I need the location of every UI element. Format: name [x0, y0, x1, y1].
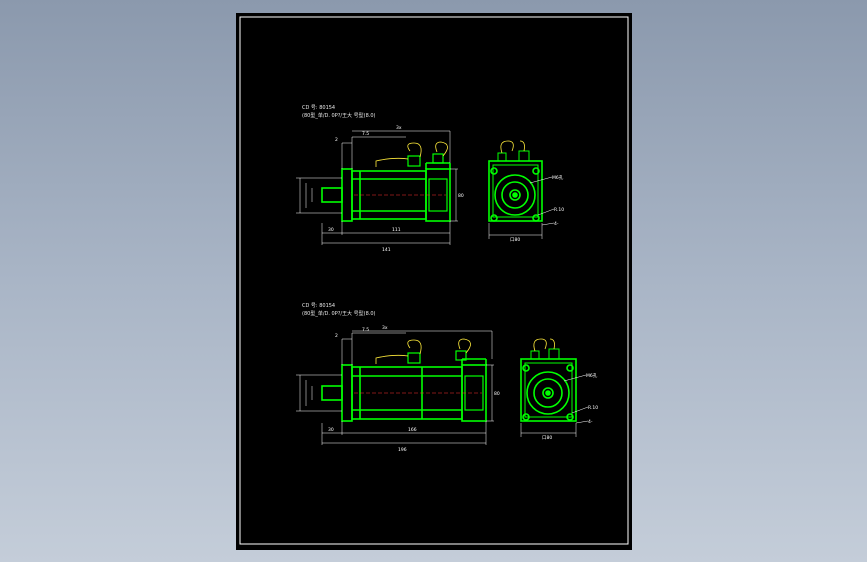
motor-a-dim-body: 111 — [392, 227, 401, 233]
motor-a-cables — [375, 141, 448, 167]
motor-a-dim-total: 141 — [382, 247, 391, 253]
motor-a-hole-label: 4- — [554, 221, 559, 227]
motor-a-dim-d3: 3x — [396, 125, 402, 131]
motor-a-bolt-label: M6孔 — [552, 174, 564, 181]
motor-b-shaft — [321, 385, 343, 401]
motor-b-radius-label: R.10 — [588, 405, 598, 411]
cad-drawing: CD 号: 80154 (80型_单/D. 0P?/王大 号型(8.0) — [239, 16, 629, 545]
motor-b-dim-d3: 3x — [382, 325, 388, 331]
motor-b-dim-d1: 2 — [335, 333, 338, 339]
motor-a-dim-d2: 7.5 — [362, 131, 369, 137]
motor-a-side-view — [321, 153, 451, 222]
motor-a-front-circle-outer — [494, 174, 536, 216]
motor-a-dim-shaft: 30 — [328, 227, 334, 233]
motor-b-flange — [341, 364, 353, 422]
motor-b-dimensions — [296, 330, 494, 445]
motor-a-dim-d1: 2 — [335, 137, 338, 143]
motor-b-cables — [375, 338, 471, 364]
motor-b-title: CD 号: 80154 — [302, 303, 335, 309]
motor-b-side-view — [321, 350, 487, 422]
motor-b-subtitle: (80型_单/D. 0P?/王大 号型(8.0) — [302, 310, 376, 317]
motor-a-square-label: 口80 — [510, 237, 520, 243]
motor-b-square-label: 口80 — [542, 435, 552, 441]
drawing-sheet[interactable]: CD 号: 80154 (80型_单/D. 0P?/王大 号型(8.0) — [236, 13, 632, 550]
motor-b-dim-shaft: 30 — [328, 427, 334, 433]
motor-b-dim-total: 196 — [398, 447, 407, 453]
motor-b-front-view — [520, 348, 577, 422]
motor-a: CD 号: 80154 (80型_单/D. 0P?/王大 号型(8.0) — [296, 105, 564, 253]
motor-a-front-view — [488, 150, 543, 222]
motor-b: CD 号: 80154 (80型_单/D. 0P?/王大 号型(8.0) — [296, 303, 598, 453]
motor-b-dim-d2: 7.5 — [362, 327, 369, 333]
motor-b-front-circle-outer — [526, 371, 570, 415]
motor-a-shaft — [321, 187, 343, 203]
motor-b-dim-h: 80 — [494, 391, 500, 397]
motor-a-title: CD 号: 80154 — [302, 105, 335, 111]
motor-a-radius-label: R.10 — [554, 207, 564, 213]
motor-a-flange — [341, 168, 353, 222]
motor-a-subtitle: (80型_单/D. 0P?/王大 号型(8.0) — [302, 112, 376, 119]
motor-a-dim-h: 80 — [458, 193, 464, 199]
motor-b-dim-body: 166 — [408, 427, 417, 433]
motor-a-front-square — [488, 160, 543, 222]
motor-a-dimensions — [296, 130, 458, 245]
motor-b-hole-label: 4- — [588, 419, 593, 425]
sheet-border — [239, 16, 629, 545]
motor-b-bolt-label: M6孔 — [586, 372, 598, 379]
